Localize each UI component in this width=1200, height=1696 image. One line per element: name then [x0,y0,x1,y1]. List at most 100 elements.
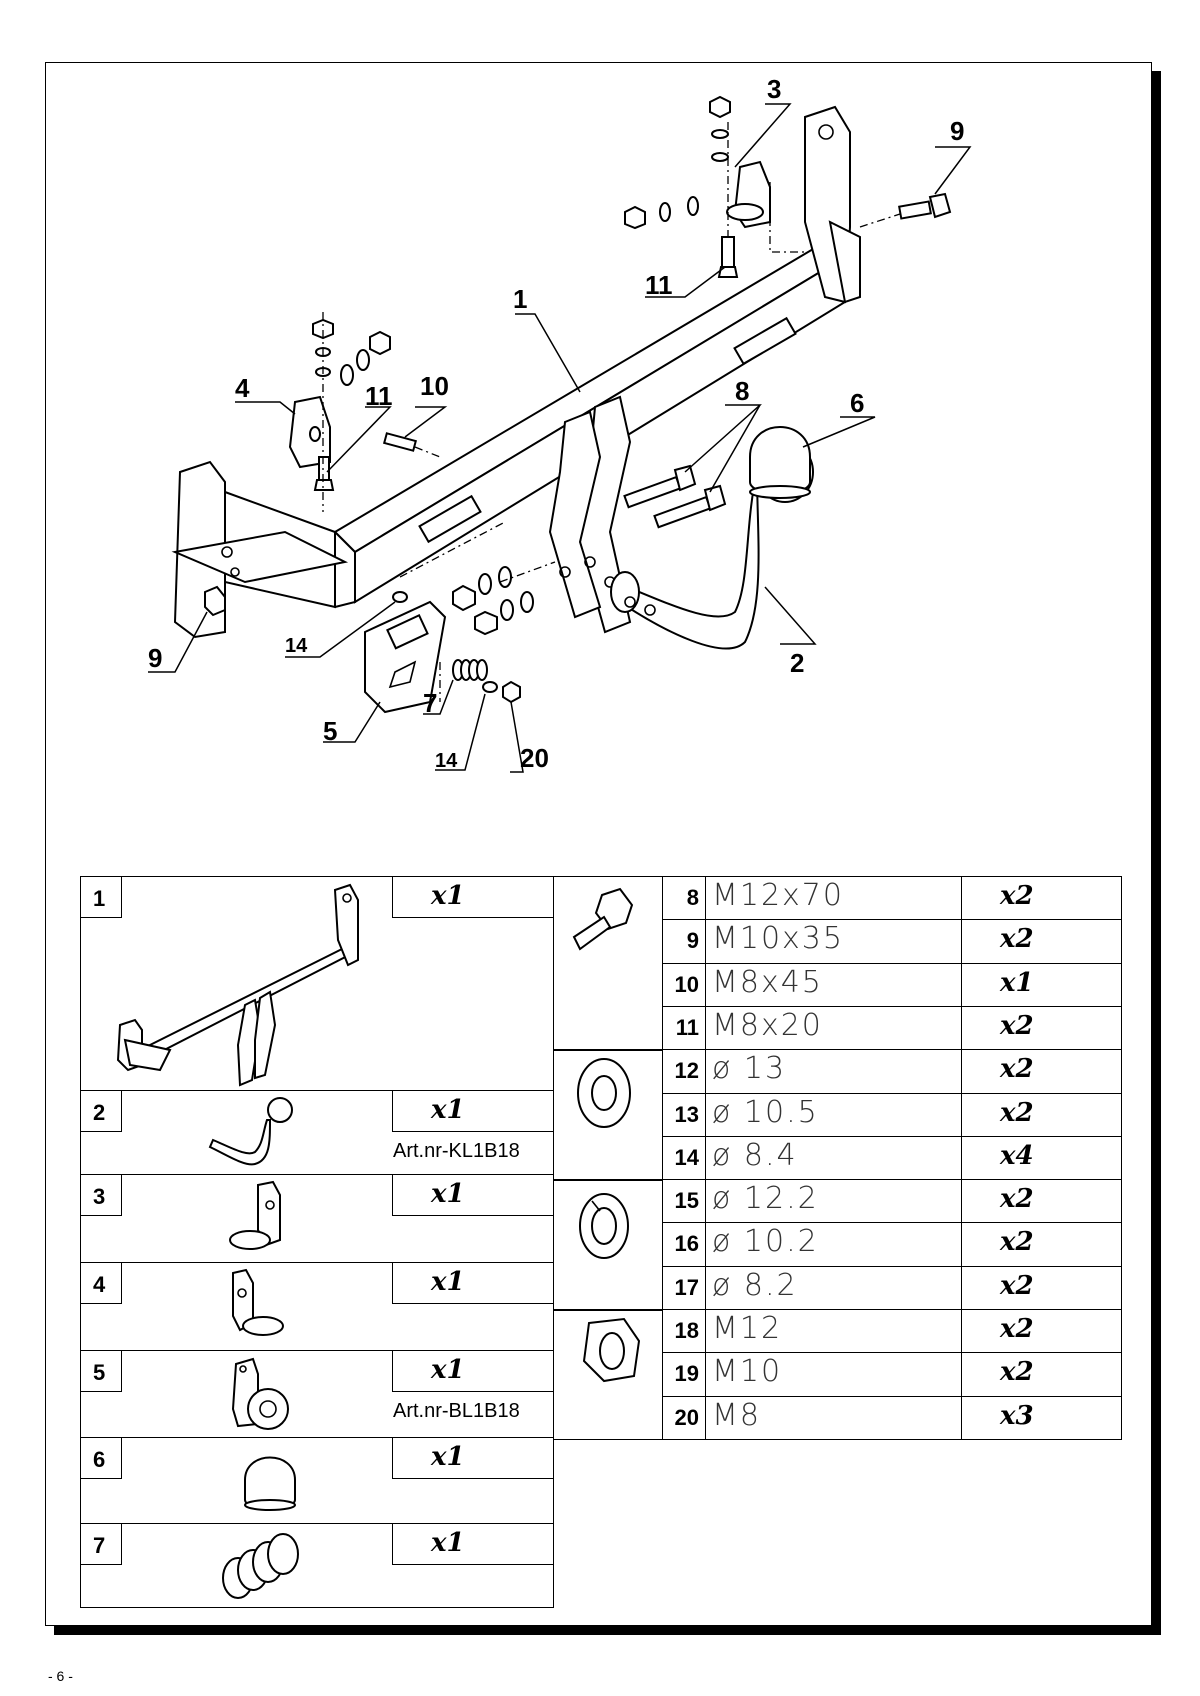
fastener-spec: ø 12.2 [712,1181,819,1216]
callout-10: 10 [420,371,449,401]
fastener-qty-cell: x2 [961,1309,1122,1353]
flat-washer-icon-cell [553,1050,663,1180]
fastener-qty-cell: x2 [961,919,1122,964]
fastener-qty-cell: x2 [961,1222,1122,1267]
socket-plate [364,600,447,714]
item-2-qty-cell: x1 [392,1090,554,1132]
callout-1: 1 [513,284,527,314]
item-3-bracket-thumbnail [229,1180,281,1250]
item-6-qty-cell: x1 [392,1437,554,1479]
fastener-spec: M10 [712,1354,783,1389]
fastener-spec-cell: M10 [705,1352,962,1397]
hardware-lower [392,521,556,636]
fastener-num-cell: 19 [662,1352,706,1397]
fastener-qty-cell: x4 [961,1136,1122,1180]
fastener-spec-cell: M12 [705,1309,962,1353]
fastener-num-cell: 17 [662,1266,706,1310]
fastener-spec-cell: ø 10.2 [705,1222,962,1267]
fastener-qty-cell: x2 [961,1049,1122,1094]
bolt-9-left [204,585,226,617]
fastener-num-cell: 13 [662,1093,706,1137]
fastener-qty-cell: x2 [961,1352,1122,1397]
hardware-top-right [624,95,952,278]
left-table-border [80,876,554,1608]
fastener-num: 19 [674,1361,699,1386]
bolt-icon-cell [553,876,663,1050]
nut-icon-cell [553,1310,663,1440]
fastener-qty-cell: x1 [961,963,1122,1007]
callout-3: 3 [767,74,781,104]
callout-11-left: 11 [365,381,393,411]
callout-20: 20 [520,743,549,773]
fastener-num: 14 [674,1145,699,1170]
fastener-spec-cell: ø 8.2 [705,1266,962,1310]
fastener-qty-cell: x3 [961,1396,1122,1440]
callout-7: 7 [423,688,437,718]
fastener-qty: x2 [1000,1011,1034,1041]
fastener-spec: M12 [712,1311,783,1346]
item-3-qty-cell: x1 [392,1174,554,1216]
fastener-num: 9 [686,928,699,953]
fastener-qty: x2 [1000,1098,1034,1128]
fastener-num-cell: 11 [662,1006,706,1050]
flat-washer-icon [577,1058,631,1128]
fastener-qty: x2 [1000,924,1034,954]
fastener-num: 16 [674,1231,699,1256]
fastener-num: 13 [674,1102,699,1127]
fastener-qty-cell: x2 [961,876,1122,920]
fastener-num-cell: 18 [662,1309,706,1353]
fastener-qty: x2 [1000,1227,1034,1257]
item-4-num-cell: 4 [80,1262,122,1304]
callout-4: 4 [235,373,250,403]
fastener-qty: x2 [1000,1314,1034,1344]
item-5-article-number: Art.nr-BL1B18 [393,1400,520,1422]
item-4-bracket-thumbnail [232,1268,284,1336]
item-2-num-cell: 2 [80,1090,122,1132]
fastener-num: 15 [674,1188,699,1213]
callout-5: 5 [323,716,337,746]
fastener-spec-cell: ø 8.4 [705,1136,962,1180]
item-3-num-cell: 3 [80,1174,122,1216]
callout-14-bottom: 14 [435,750,458,772]
fastener-spec-cell: M8x20 [705,1006,962,1050]
spring [452,659,488,681]
fastener-spec: ø 8.2 [712,1268,798,1303]
page-number: - 6 - [48,1668,73,1684]
callout-11-right: 11 [645,270,673,300]
item-1-qty-cell: x1 [392,876,554,918]
fastener-spec: M8x20 [712,1008,823,1043]
item-7-num-cell: 7 [80,1523,122,1565]
fastener-spec-cell: M8 [705,1396,962,1440]
item-2-article-number: Art.nr-KL1B18 [393,1140,520,1162]
callout-9-right: 9 [950,116,964,146]
fastener-qty: x2 [1000,1271,1034,1301]
washer-14 [482,681,498,693]
fastener-num: 20 [674,1405,699,1430]
fastener-num: 11 [675,1015,699,1040]
item-6-num-cell: 6 [80,1437,122,1479]
hardware-left [288,312,441,512]
fastener-qty-cell: x2 [961,1093,1122,1137]
fastener-num-cell: 14 [662,1136,706,1180]
fastener-spec: M12x70 [712,878,844,913]
fastener-num: 12 [674,1058,699,1083]
spring-washer-icon-cell [553,1180,663,1310]
fastener-num-cell: 10 [662,963,706,1007]
fastener-num-cell: 9 [662,919,706,964]
nut-icon [582,1317,641,1383]
fastener-num: 18 [674,1318,699,1343]
item-6-cap-thumbnail [244,1456,296,1511]
fastener-num-cell: 16 [662,1222,706,1267]
fastener-num: 10 [674,972,699,997]
item-4-qty-cell: x1 [392,1262,554,1304]
callout-9-left: 9 [148,643,162,673]
fastener-num-cell: 15 [662,1179,706,1223]
fastener-qty-cell: x2 [961,1179,1122,1223]
exploded-diagram: 3 9 11 1 4 11 10 8 6 2 9 14 7 5 14 20 [148,74,972,773]
fastener-qty: x2 [1000,1357,1034,1387]
fastener-num-cell: 12 [662,1049,706,1094]
fastener-num-cell: 20 [662,1396,706,1440]
tow-ball-cap [749,426,811,499]
leader-lines [148,103,972,773]
fastener-num-cell: 8 [662,876,706,920]
